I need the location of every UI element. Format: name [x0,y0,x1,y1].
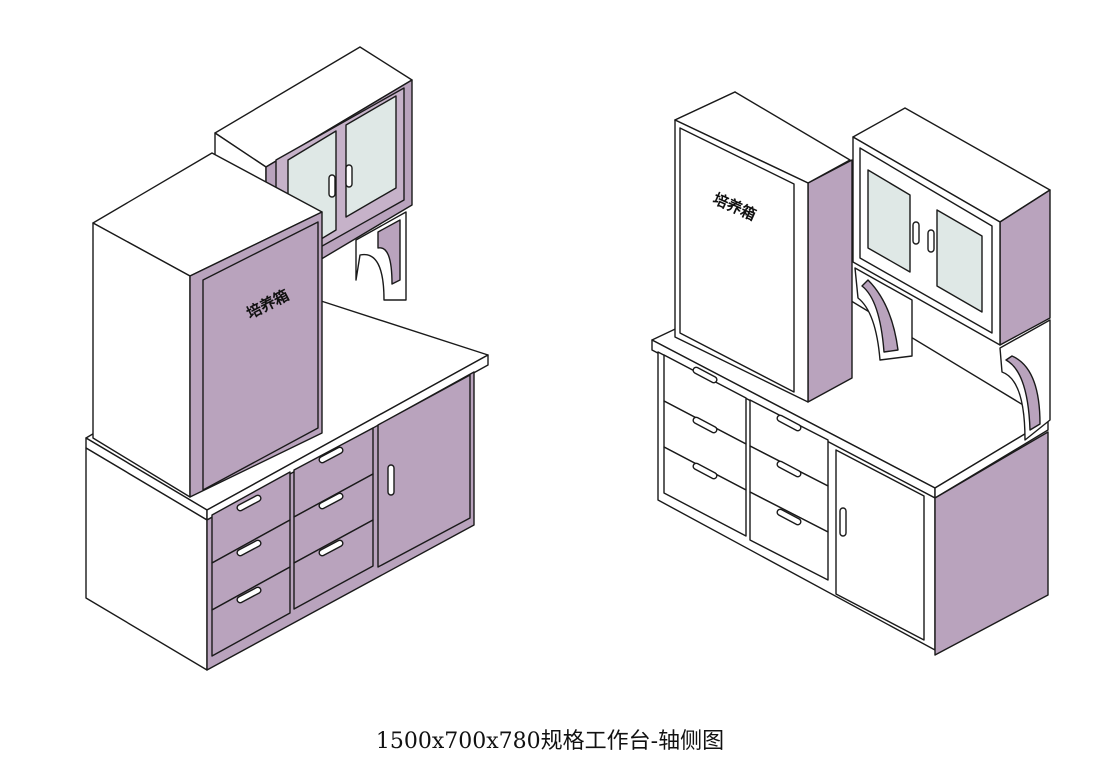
drawers-left [211,427,374,657]
axonometric-drawing: 培养箱 [85,46,1051,671]
workbench-left-view: 培养箱 [85,46,489,671]
wall-cabinet-left [214,46,413,301]
figure-caption: 1500x700x780规格工作台-轴侧图 [375,729,725,754]
drawers-right [663,354,829,581]
incubator-right: 培养箱 [674,91,853,403]
workbench-right-view: 培养箱 [651,91,1051,656]
incubator-left: 培养箱 [92,152,323,498]
wall-cabinet-right [852,107,1051,441]
